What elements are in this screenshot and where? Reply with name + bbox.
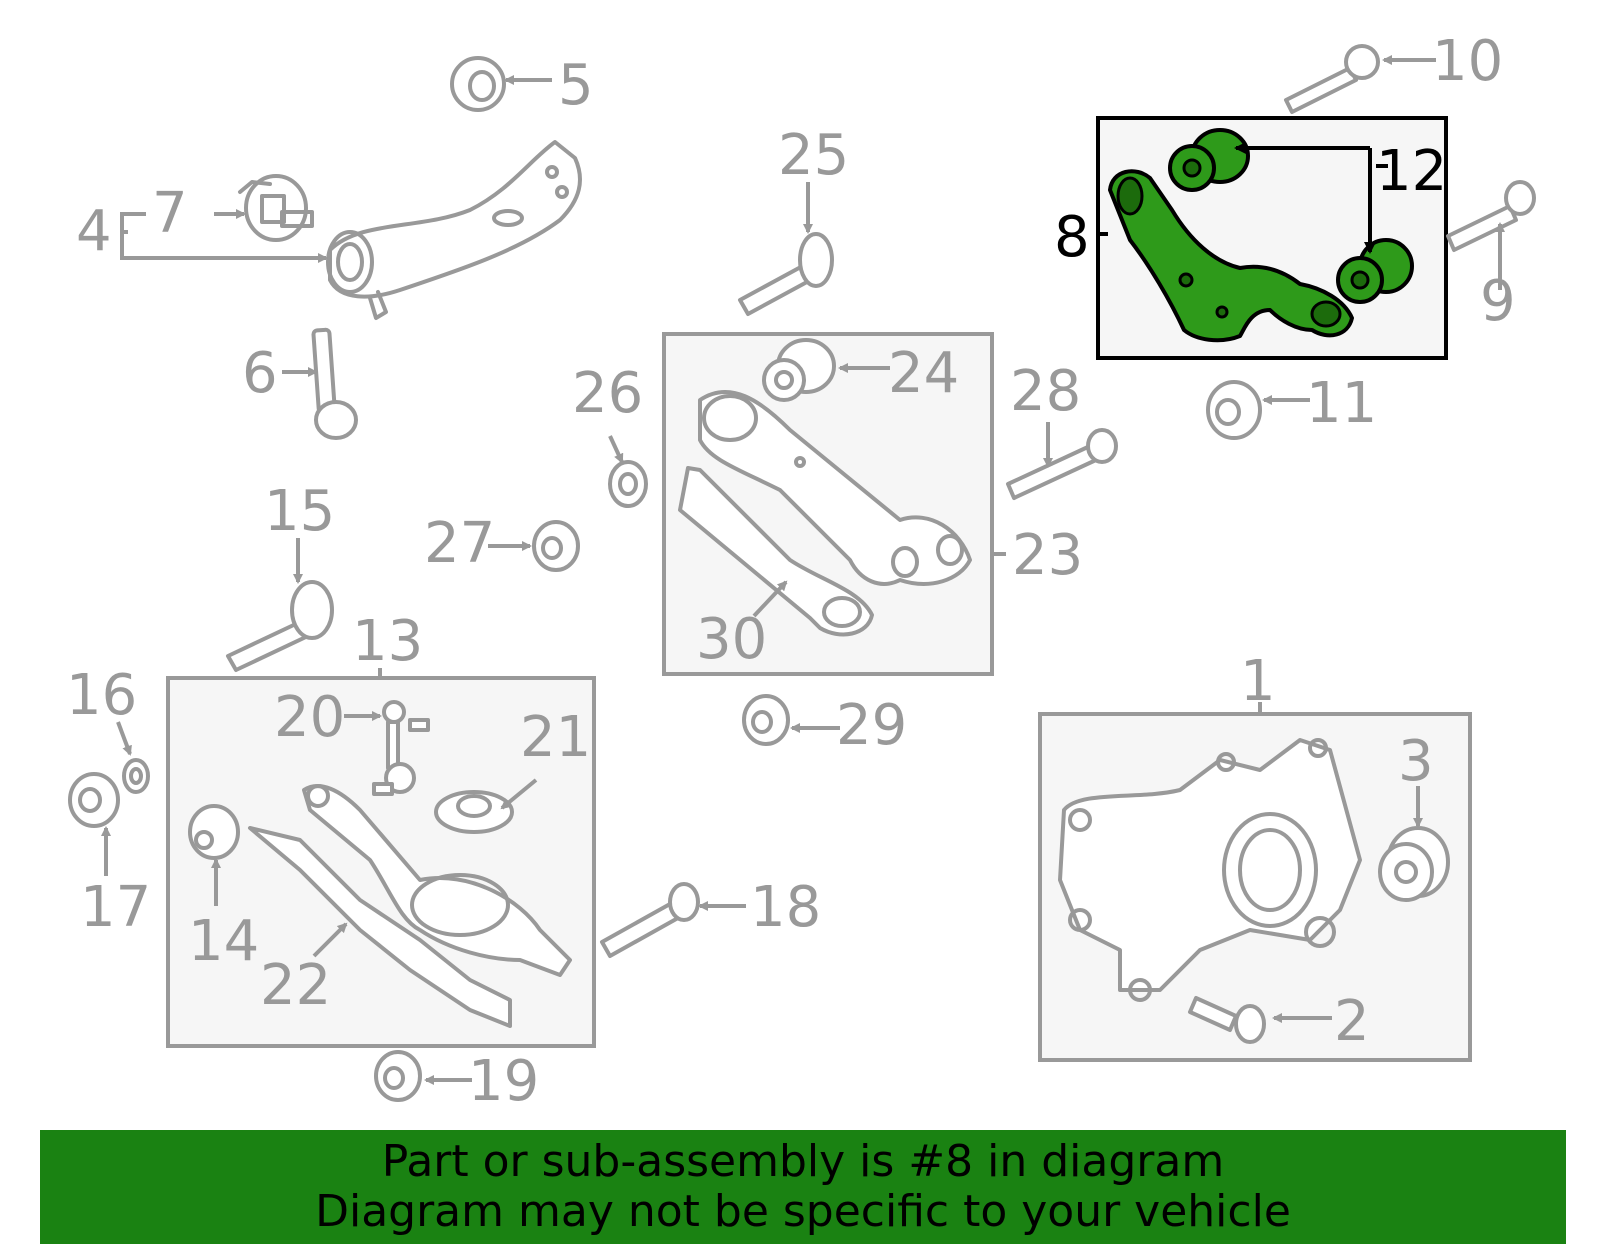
callout-26: 26 xyxy=(572,361,643,426)
bushing-14-part xyxy=(188,804,240,860)
knuckle-1-part xyxy=(1058,738,1362,1002)
callout-labels: 1 2 3 4 5 6 7 8 9 10 11 12 13 14 15 16 1… xyxy=(66,29,1516,1114)
bushing-12a-highlighted-part xyxy=(1168,128,1250,192)
callout-6: 6 xyxy=(242,341,278,406)
lower-arm-22-part xyxy=(248,826,512,1028)
bolt-10-part xyxy=(1284,44,1380,114)
callout-19: 19 xyxy=(468,1049,539,1114)
callout-29: 29 xyxy=(836,693,907,758)
bolt-2-part xyxy=(1188,996,1266,1044)
callout-17: 17 xyxy=(80,875,151,940)
control-arm-30-part xyxy=(678,466,874,637)
bolt-15-part xyxy=(226,580,334,672)
callout-8: 8 xyxy=(1054,205,1090,270)
nut-17-part xyxy=(68,772,120,828)
callout-10: 10 xyxy=(1432,29,1503,94)
washer-26-part xyxy=(608,460,648,508)
bolt-18-part xyxy=(600,882,700,958)
callout-11: 11 xyxy=(1306,371,1377,436)
callout-28: 28 xyxy=(1010,359,1081,424)
upper-arm-8-highlighted-part xyxy=(1108,169,1354,343)
banner-line-2: Diagram may not be specific to your vehi… xyxy=(315,1186,1291,1237)
callout-4: 4 xyxy=(76,199,112,264)
bushing-24-part xyxy=(762,338,836,402)
callout-18: 18 xyxy=(750,875,821,940)
callout-2: 2 xyxy=(1334,989,1370,1054)
bolt-6-part xyxy=(311,327,358,440)
callout-1: 1 xyxy=(1240,649,1276,714)
bushing-7-part xyxy=(238,174,314,242)
callout-25: 25 xyxy=(778,123,849,188)
banner-line-1: Part or sub-assembly is #8 in diagram xyxy=(381,1136,1225,1187)
control-arm-23-part xyxy=(698,389,972,586)
nut-19-part xyxy=(374,1050,422,1102)
stabilizer-link-20-part xyxy=(372,700,430,796)
leader-lines xyxy=(101,55,1505,1085)
callout-3: 3 xyxy=(1398,729,1434,794)
callout-16: 16 xyxy=(66,663,137,728)
bolt-9-part xyxy=(1446,180,1536,252)
nut-5-part xyxy=(450,56,506,112)
callout-5: 5 xyxy=(558,53,594,118)
trailing-arm-part xyxy=(326,140,582,320)
nut-11-part xyxy=(1206,380,1262,440)
callout-12: 12 xyxy=(1376,139,1447,204)
callout-15: 15 xyxy=(264,479,335,544)
washer-16-part xyxy=(122,758,150,794)
callout-21: 21 xyxy=(520,705,591,770)
mount-21-part xyxy=(434,790,514,834)
nut-27-part xyxy=(532,520,580,572)
callout-30: 30 xyxy=(696,607,767,672)
callout-9: 9 xyxy=(1480,269,1516,334)
callout-7: 7 xyxy=(152,181,188,246)
callout-20: 20 xyxy=(274,685,345,750)
callout-22: 22 xyxy=(260,953,331,1018)
callout-23: 23 xyxy=(1012,523,1083,588)
callout-14: 14 xyxy=(188,909,259,974)
bolt-28-part xyxy=(1006,428,1118,500)
nut-29-part xyxy=(742,694,790,746)
callout-24: 24 xyxy=(888,341,959,406)
bushing-3-part xyxy=(1378,826,1450,902)
bolt-25-part xyxy=(738,232,834,316)
notice-banner: Part or sub-assembly is #8 in diagram Di… xyxy=(40,1130,1566,1244)
callout-13: 13 xyxy=(352,609,423,674)
lower-arm-13-part xyxy=(302,784,572,977)
callout-27: 27 xyxy=(424,511,495,576)
